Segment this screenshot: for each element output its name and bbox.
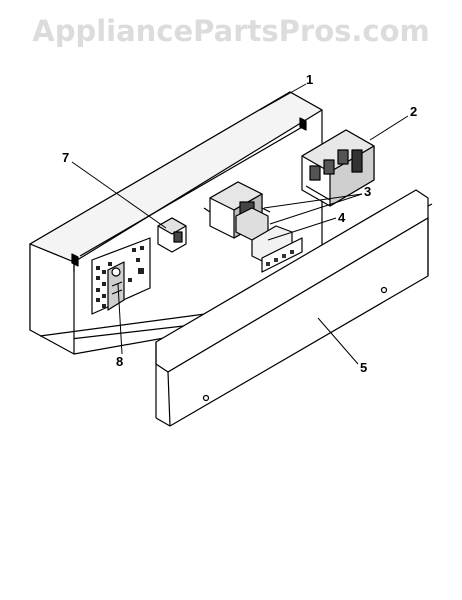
callout-5: 5 xyxy=(360,360,367,375)
part-2-switch-block xyxy=(301,129,375,207)
part-7-terminal-block xyxy=(157,217,187,253)
watermark-text: AppliancePartsPros.com xyxy=(32,14,430,48)
callout-3: 3 xyxy=(364,184,371,199)
callout-8: 8 xyxy=(116,354,123,369)
callout-1: 1 xyxy=(306,72,313,87)
part-5-front-panel xyxy=(155,189,433,427)
part-8-control-board xyxy=(91,237,151,315)
callout-2: 2 xyxy=(410,104,417,119)
callout-7: 7 xyxy=(62,150,69,165)
leader-lines xyxy=(71,83,409,365)
callout-4: 4 xyxy=(338,210,346,225)
